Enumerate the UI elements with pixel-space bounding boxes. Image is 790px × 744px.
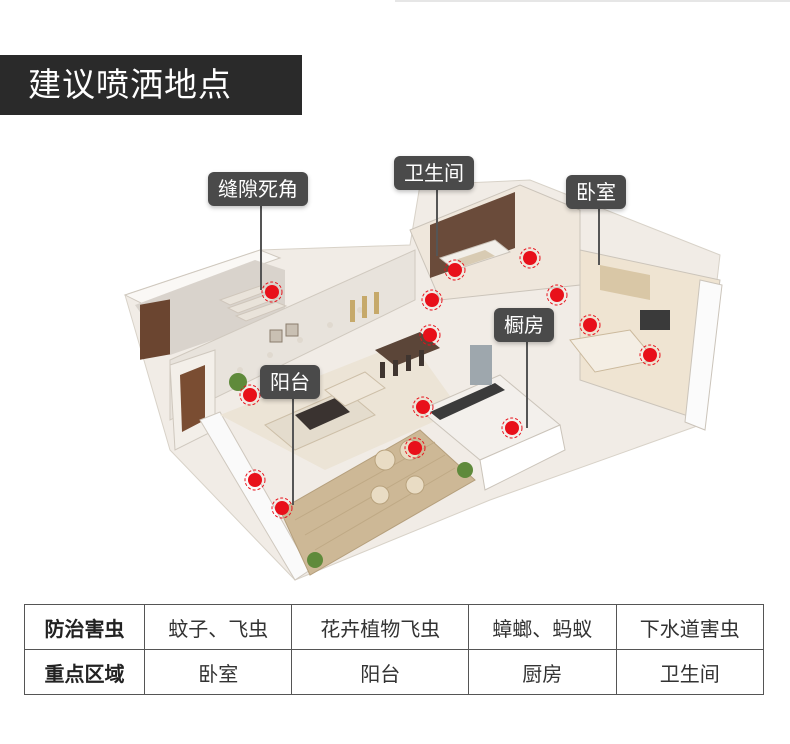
kitchen-pointer: [526, 338, 528, 428]
bedroom-pointer: [598, 205, 600, 265]
table-cell: 下水道害虫: [615, 604, 765, 650]
table-cell: 阳台: [291, 649, 470, 695]
table-cell: 卧室: [143, 649, 293, 695]
table-cell: 花卉植物飞虫: [291, 604, 470, 650]
bathroom-pointer: [436, 186, 438, 256]
pest-area-table: 防治害虫 蚊子、飞虫 花卉植物飞虫 蟑螂、蚂蚁 下水道害虫 重点区域 卧室 阳台…: [24, 604, 765, 695]
table-cell: 厨房: [468, 649, 617, 695]
table-cell: 蟑螂、蚂蚁: [468, 604, 617, 650]
row-header: 重点区域: [24, 649, 145, 695]
top-divider: [395, 0, 790, 2]
table-row: 防治害虫 蚊子、飞虫 花卉植物飞虫 蟑螂、蚂蚁 下水道害虫: [24, 604, 765, 650]
balcony-pointer: [292, 395, 294, 505]
label-balcony: 阳台: [260, 365, 320, 399]
table-row: 重点区域 卧室 阳台 厨房 卫生间: [24, 649, 765, 695]
label-bedroom: 卧室: [566, 175, 626, 209]
label-bathroom: 卫生间: [394, 156, 474, 190]
corner-pointer: [260, 202, 262, 290]
label-corner: 缝隙死角: [208, 172, 308, 206]
spray-points: [239, 247, 661, 519]
label-kitchen: 橱房: [494, 308, 554, 342]
floorplan-illustration: [123, 179, 723, 581]
table-cell: 蚊子、飞虫: [143, 604, 293, 650]
page-title: 建议喷洒地点: [0, 55, 302, 115]
row-header: 防治害虫: [24, 604, 145, 650]
table-cell: 卫生间: [615, 649, 765, 695]
